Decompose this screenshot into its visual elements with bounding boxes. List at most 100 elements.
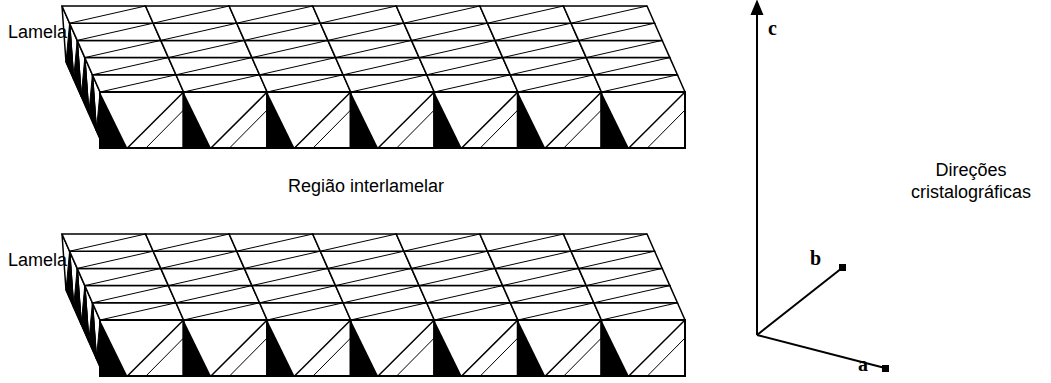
upper-lamella-front-edge: [211, 92, 267, 148]
lower-lamella-top-edge: [161, 251, 237, 268]
upper-lamella-top-cell: [487, 23, 578, 40]
upper-lamella-top-cell: [404, 23, 495, 40]
lower-lamella-top-edge: [571, 234, 647, 251]
lower-lamella-top-cell: [92, 303, 183, 320]
lower-lamella-side-shade: [89, 303, 97, 359]
lower-lamella-top-cell: [336, 286, 427, 303]
upper-lamella-top-cell: [252, 58, 343, 75]
upper-lamella-front-edge: [230, 110, 268, 148]
lower-lamella-top-cell: [168, 286, 259, 303]
upper-lamella-top-cell: [579, 40, 670, 57]
lower-lamella-top-cell: [480, 234, 571, 251]
lower-lamella-top-cell: [487, 251, 578, 268]
lower-lamella-top-cell: [563, 234, 654, 251]
upper-lamella-top-cell: [62, 6, 153, 23]
upper-lamella-top-edge: [85, 40, 161, 57]
upper-lamella-top-edge: [510, 58, 586, 75]
upper-lamella-top-edge: [320, 6, 396, 23]
upper-lamella-top-edge: [161, 23, 237, 40]
lower-lamella-top-cell: [146, 234, 237, 251]
upper-lamella-front-cell: [518, 92, 602, 148]
upper-lamella-front-edge: [313, 110, 351, 148]
lower-lamella-top-cell: [427, 303, 518, 320]
upper-lamella-top-edge: [594, 58, 670, 75]
lower-lamella-side-shade: [66, 251, 74, 307]
upper-lamella-front-shade: [184, 92, 211, 148]
lower-lamella-top-cell: [411, 268, 502, 285]
upper-lamella-top-edge: [176, 58, 252, 75]
upper-lamella-top-cell: [77, 40, 168, 57]
lower-lamella-front-cell: [518, 320, 602, 376]
upper-lamella-top-cell: [146, 6, 237, 23]
upper-lamella-side-shade: [81, 58, 89, 114]
upper-lamella-top-edge: [419, 40, 495, 57]
upper-lamella-front-shade: [601, 92, 628, 148]
upper-lamella-top-cell: [419, 58, 510, 75]
upper-lamella-top-cell: [495, 40, 586, 57]
upper-lamella-side-shade: [74, 40, 82, 96]
lower-lamella-top-edge: [487, 234, 563, 251]
upper-lamella-front-shade: [434, 92, 461, 148]
upper-lamella-top-edge: [579, 23, 655, 40]
lower-lamella-top-edge: [343, 286, 419, 303]
lower-lamella-top-cell: [252, 286, 343, 303]
lower-lamella-top-edge: [328, 251, 404, 268]
upper-lamella-front-edge: [545, 92, 601, 148]
lower-lamella-top-cell: [503, 286, 594, 303]
lower-lamella-top-edge: [518, 303, 594, 320]
lower-lamella-top-edge: [260, 286, 336, 303]
lamella-label: Lamela: [8, 22, 67, 44]
lower-lamella-top-cell: [404, 251, 495, 268]
upper-lamella-top-edge: [70, 6, 146, 23]
lower-lamella-top-edge: [601, 303, 677, 320]
lower-lamella-top-edge: [184, 303, 260, 320]
lower-lamella-top-edge: [351, 303, 427, 320]
lower-lamella-top-cell: [320, 251, 411, 268]
lower-lamella-front-cell: [434, 320, 518, 376]
upper-lamella-top-edge: [153, 6, 229, 23]
upper-lamella-top-edge: [343, 58, 419, 75]
b-dot: [840, 265, 845, 270]
lower-lamella-top-cell: [510, 303, 601, 320]
upper-lamella-top-cell: [168, 58, 259, 75]
lower-lamella-top-cell: [229, 234, 320, 251]
upper-lamella-top-edge: [586, 40, 662, 57]
upper-lamella-top-cell: [594, 75, 685, 92]
lower-lamella-front-edge: [397, 338, 435, 376]
lower-lamella-front-edge: [313, 338, 351, 376]
lower-lamella-front-shade: [267, 320, 294, 376]
lower-lamella-front-shade: [100, 320, 127, 376]
upper-lamella-front-cell: [601, 92, 685, 148]
lower-lamella-top-cell: [343, 303, 434, 320]
upper-lamella-top-edge: [503, 40, 579, 57]
upper-lamella-front-shade: [351, 92, 378, 148]
lower-lamella-top-cell: [153, 251, 244, 268]
upper-lamella-side-shade: [89, 75, 97, 131]
lower-lamella-top-edge: [510, 286, 586, 303]
upper-lamella-top-cell: [510, 75, 601, 92]
lower-lamella-top-cell: [586, 286, 677, 303]
lower-lamella-front-cell: [100, 320, 184, 376]
lower-lamella-front-cell: [351, 320, 435, 376]
upper-lamella-top-cell: [396, 6, 487, 23]
upper-lamella-top-edge: [237, 6, 313, 23]
lower-lamella-top-edge: [267, 303, 343, 320]
lower-lamella-front-edge: [378, 320, 434, 376]
lower-lamella-top-cell: [85, 286, 176, 303]
lower-lamella-front-edge: [146, 338, 184, 376]
lamella-label: Lamela: [8, 250, 67, 272]
upper-lamella-front-shade: [100, 92, 127, 148]
upper-lamella-top-edge: [336, 40, 412, 57]
lower-lamella-front-shade: [434, 320, 461, 376]
lower-lamella-front-cell: [267, 320, 351, 376]
lower-lamella-top-edge: [503, 268, 579, 285]
lower-lamella-front-shade: [601, 320, 628, 376]
lower-lamella-top-cell: [419, 286, 510, 303]
upper-lamella-top-cell: [328, 40, 419, 57]
lower-lamella-top-cell: [594, 303, 685, 320]
upper-lamella-top-edge: [427, 58, 503, 75]
lower-lamella-front-edge: [462, 320, 518, 376]
upper-lamella-top-edge: [404, 6, 480, 23]
lower-lamella-top-edge: [100, 303, 176, 320]
upper-lamella-top-cell: [85, 58, 176, 75]
